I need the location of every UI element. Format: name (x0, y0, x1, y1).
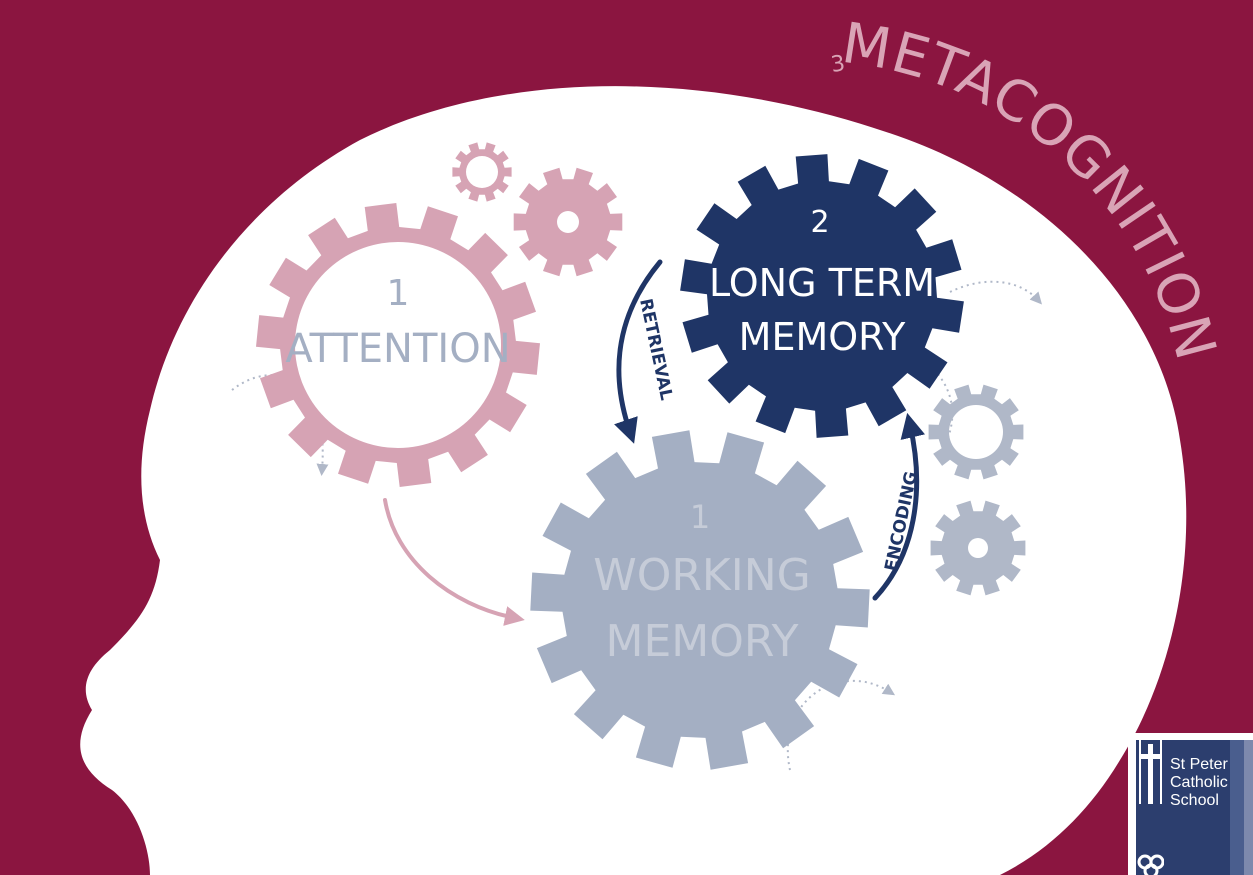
working-memory-label-line1: WORKING (593, 550, 811, 601)
metacognition-number: 3 (829, 51, 846, 78)
small-gear-icon (452, 142, 512, 202)
retrieval-arrow (614, 259, 663, 444)
small-gear-icon (928, 384, 1024, 480)
logo-line-1: St Peter (1170, 756, 1228, 773)
working-memory-gear (530, 430, 870, 770)
logo-panel: St Peter Catholic School (1136, 740, 1253, 875)
gear-hole (295, 242, 501, 448)
logo-line-3: School (1170, 792, 1219, 809)
cross-keys-icon (1136, 740, 1164, 875)
attention-label: ATTENTION (285, 326, 510, 372)
gear-body (530, 430, 870, 770)
working-memory-label-line2: MEMORY (606, 616, 799, 667)
logo-stripe (1244, 740, 1253, 875)
long-term-label-line2: MEMORY (739, 315, 906, 359)
gear-body (680, 154, 964, 438)
encoding-arrow (872, 412, 925, 601)
logo-line-2: Catholic (1170, 774, 1228, 791)
small-gear-icon (513, 167, 623, 277)
attention-number: 1 (387, 273, 410, 314)
gear-hole (557, 211, 579, 233)
dotted-arrow (787, 679, 896, 771)
working-memory-number: 1 (690, 498, 710, 536)
attention-to-working-arrow (383, 498, 525, 626)
long-term-label-line1: LONG TERM (709, 261, 935, 305)
gear-hole (466, 156, 498, 188)
logo-text: St Peter Catholic School (1170, 756, 1228, 810)
logo-stripe (1230, 740, 1244, 875)
small-gear-icon (930, 500, 1026, 596)
long-term-number: 2 (810, 205, 829, 240)
gear-hole (968, 538, 988, 558)
dotted-arrow (949, 280, 1043, 305)
attention-gear (256, 203, 540, 487)
gear-hole (949, 405, 1003, 459)
long-term-memory-gear (680, 154, 964, 438)
school-logo: St Peter Catholic School (1128, 733, 1253, 875)
